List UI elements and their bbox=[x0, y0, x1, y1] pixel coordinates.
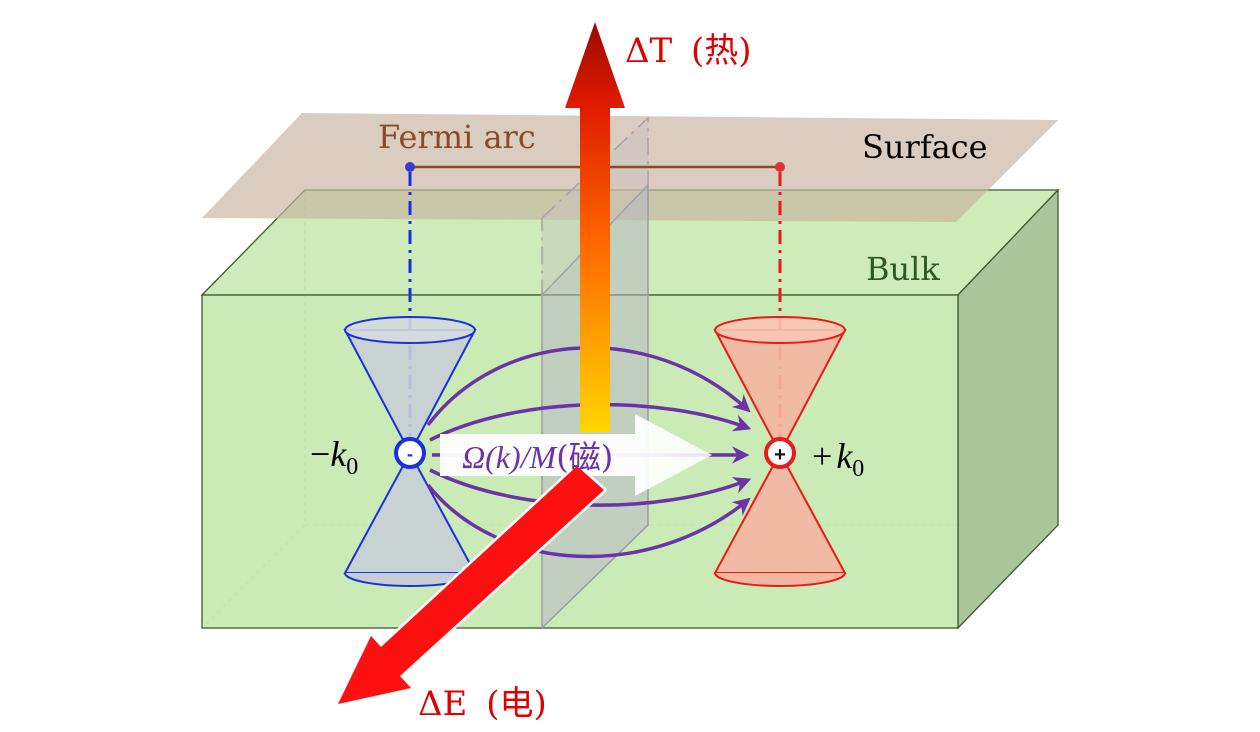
left-weyl-node: - bbox=[394, 437, 426, 469]
delta-e-label: ΔE (电) bbox=[418, 684, 547, 724]
plus-k0-k: k bbox=[836, 436, 853, 476]
fermi-arc-label: Fermi arc bbox=[378, 118, 536, 156]
right-weyl-node: + bbox=[764, 437, 796, 469]
bulk-label: Bulk bbox=[866, 250, 940, 288]
surface-label: Surface bbox=[862, 128, 988, 166]
delta-t-label: ΔT (热) bbox=[625, 31, 752, 71]
omega-cn: (磁) bbox=[556, 438, 613, 476]
fermi-arc-left-end bbox=[405, 162, 415, 172]
field-line bbox=[426, 483, 751, 559]
minus-k0-k: k bbox=[330, 434, 347, 474]
minus-k0-sign: − bbox=[310, 434, 330, 474]
right-node-sign: + bbox=[774, 444, 786, 466]
delta-e-cn: (电) bbox=[486, 684, 547, 724]
minus-k0-subscript: 0 bbox=[346, 454, 358, 480]
heat-arrow bbox=[565, 22, 625, 432]
fermi-arc-right-end bbox=[775, 162, 785, 172]
delta-t-symbol: ΔT bbox=[625, 31, 673, 71]
omega-text: Ω(k)/M bbox=[462, 439, 559, 475]
omega-label: Ω(k)/M(磁) bbox=[462, 438, 613, 476]
minus-k0-label: −k0 bbox=[310, 434, 358, 480]
left-node-sign: - bbox=[407, 444, 413, 464]
plus-k0-subscript: 0 bbox=[852, 456, 864, 482]
electric-arrow bbox=[335, 463, 607, 707]
plus-k0-sign: + bbox=[812, 436, 832, 476]
plus-k0-label: +k0 bbox=[812, 436, 864, 482]
field-line bbox=[426, 346, 751, 427]
delta-t-cn: (热) bbox=[691, 31, 752, 71]
left-weyl-cone bbox=[343, 316, 477, 587]
delta-e-symbol: ΔE bbox=[418, 684, 467, 724]
magnetic-arrow bbox=[440, 414, 712, 496]
